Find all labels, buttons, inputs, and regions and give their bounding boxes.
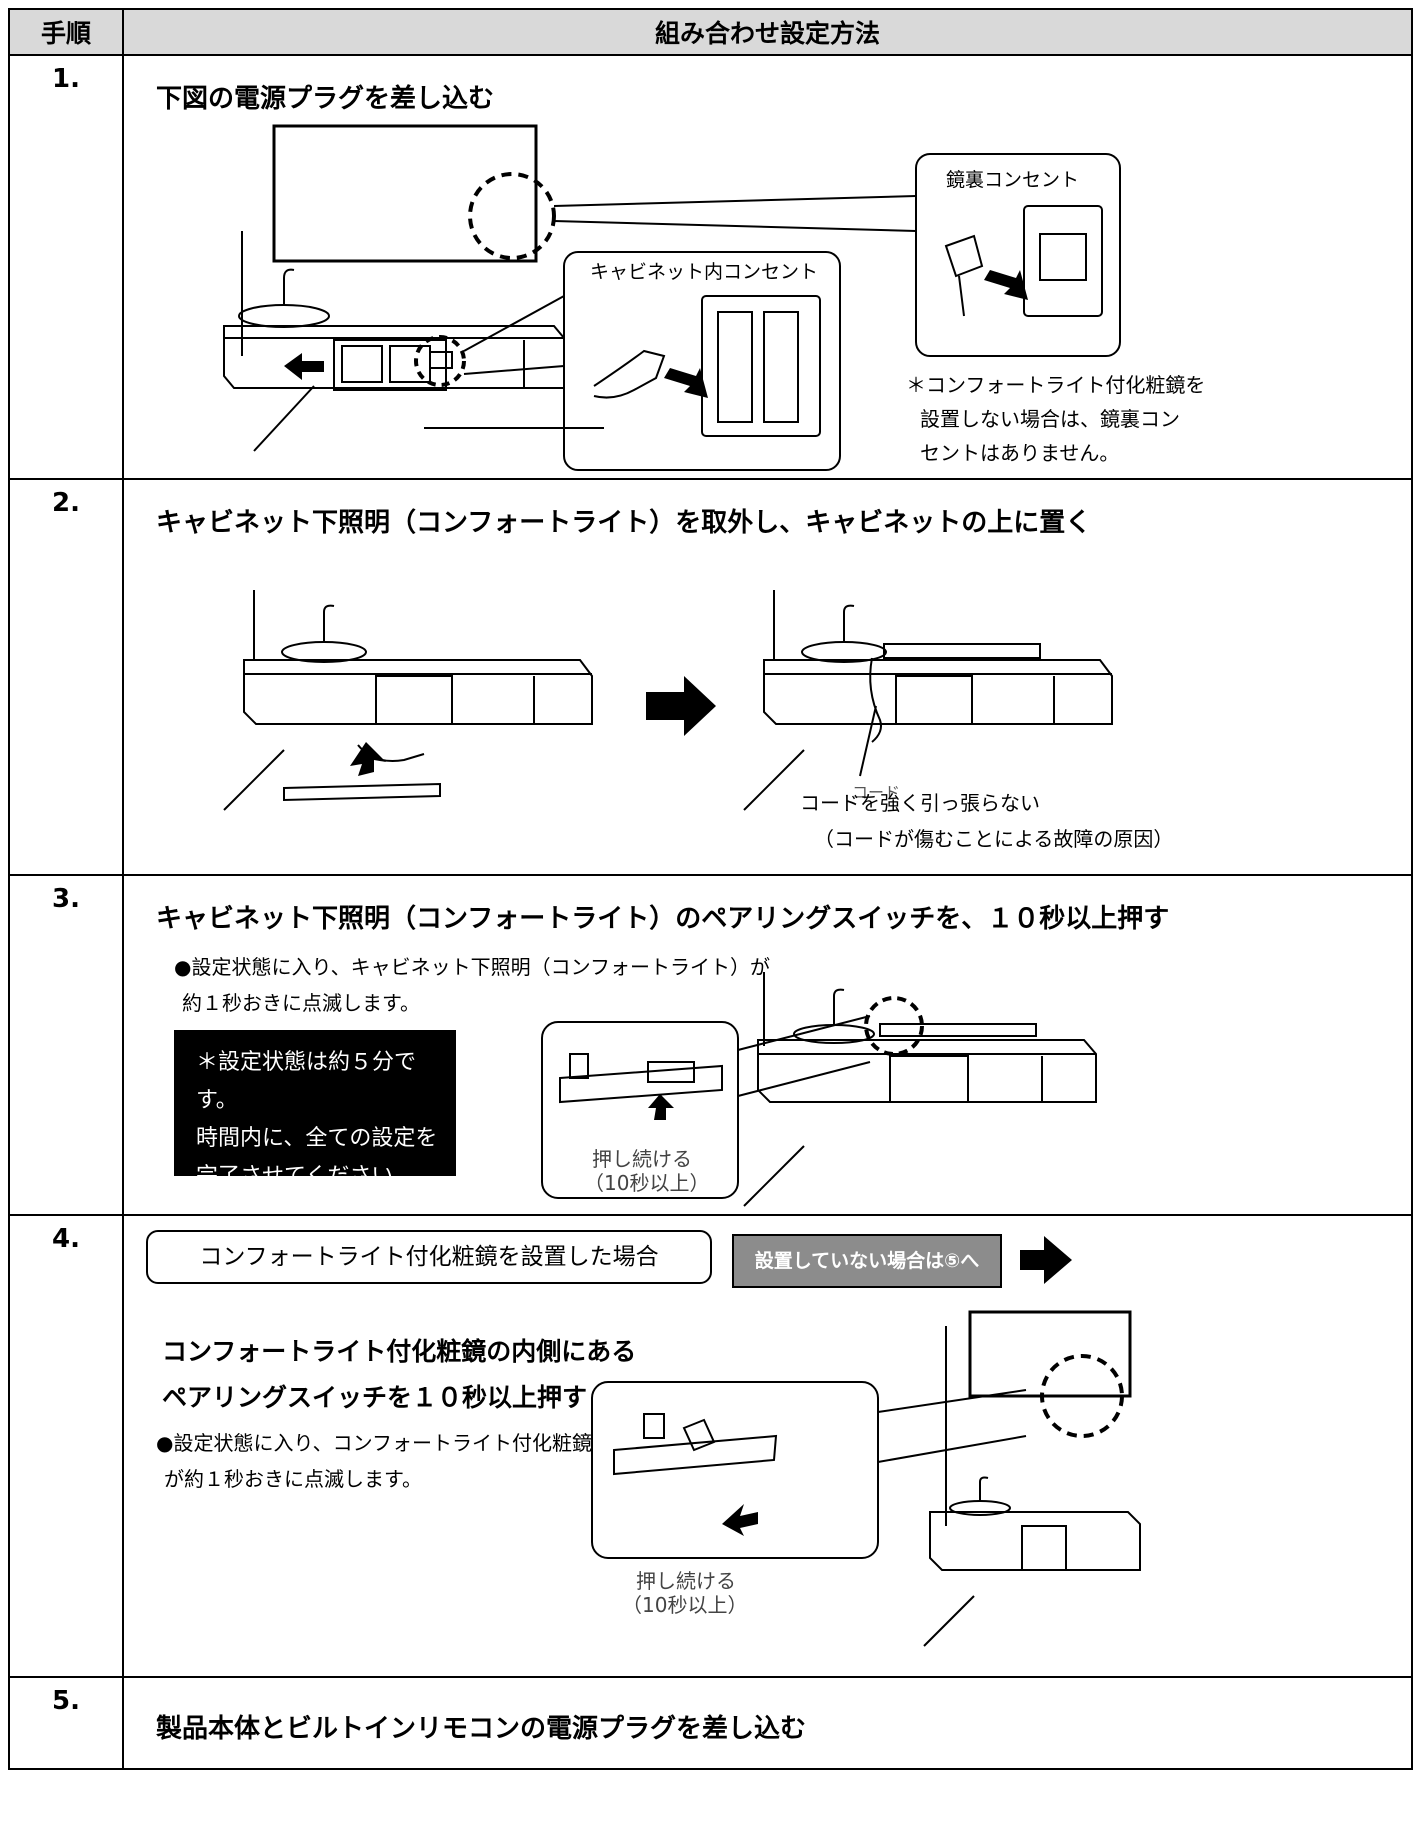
step-3-body-line-1: ●設定状態に入り、キャビネット下照明（コンフォートライト）が	[174, 955, 771, 979]
mirror-press-label-line-1: 押し続ける	[636, 1569, 736, 1593]
step-1-note-line-3: セントはありません。	[920, 441, 1120, 465]
step-1-number: 1.	[8, 54, 124, 480]
step-2-number: 2.	[8, 478, 124, 876]
step-5-content: 製品本体とビルトインリモコンの電源プラグを差し込む	[122, 1676, 1413, 1770]
press-label-line-2: （10秒以上）	[584, 1171, 709, 1195]
step-1-illustration: キャビネット内コンセント 鏡裏コンセント	[223, 124, 1121, 471]
step-1-note-line-1: ＊コンフォートライト付化粧鏡を	[906, 373, 1206, 397]
step-2-row: 2. キャビネット下照明（コンフォートライト）を取外し、キャビネットの上に置く	[8, 478, 1413, 876]
notice-line-3: 完了させてください。	[196, 1164, 416, 1189]
notice-line-2: 時間内に、全ての設定を	[196, 1126, 438, 1151]
mirror-outlet-label: 鏡裏コンセント	[946, 169, 1079, 191]
step-2-note-line-1: コードを強く引っ張らない	[800, 791, 1040, 815]
step-3-body-line-2: 約１秒おきに点滅します。	[182, 991, 420, 1015]
skip-to-step-5-button[interactable]: 設置していない場合は⑤へ	[732, 1234, 1002, 1288]
notice-line-1: ＊設定状態は約５分です。	[196, 1050, 417, 1113]
header-step: 手順	[8, 8, 124, 56]
step-2-note-line-2: （コードが傷むことによる故障の原因）	[814, 827, 1174, 851]
setting-time-notice: ＊設定状態は約５分です。 時間内に、全ての設定を 完了させてください。	[174, 1030, 456, 1189]
step-3-heading: キャビネット下照明（コンフォートライト）のペアリングスイッチを、１０秒以上押す	[156, 904, 1170, 934]
step-5-heading: 製品本体とビルトインリモコンの電源プラグを差し込む	[156, 1714, 807, 1744]
step-2-heading: キャビネット下照明（コンフォートライト）を取外し、キャビネットの上に置く	[156, 508, 1092, 538]
step-1-note-line-2: 設置しない場合は、鏡裏コン	[920, 407, 1180, 431]
header-method: 組み合わせ設定方法	[122, 8, 1413, 56]
table-header-row: 手順 組み合わせ設定方法	[8, 8, 1413, 56]
mirror-press-label-line-2: （10秒以上）	[622, 1593, 747, 1617]
step-1-content: 下図の電源プラグを差し込む	[122, 54, 1413, 480]
setup-steps-table: 手順 組み合わせ設定方法 1. 下図の電源プラグを差し込む	[8, 8, 1413, 1770]
press-label-line-1: 押し続ける	[592, 1147, 692, 1171]
step-2-content: キャビネット下照明（コンフォートライト）を取外し、キャビネットの上に置く	[122, 478, 1413, 876]
step-4-heading-line-1: コンフォートライト付化粧鏡の内側にある	[162, 1337, 637, 1366]
step-1-heading: 下図の電源プラグを差し込む	[156, 84, 495, 114]
step-4-row: 4. コンフォートライト付化粧鏡を設置した場合 設置していない場合は⑤へ	[8, 1214, 1413, 1678]
step-1-row: 1. 下図の電源プラグを差し込む	[8, 54, 1413, 480]
step-2-illustration: コード	[223, 590, 1113, 811]
step-4-body-line-1: ●設定状態に入り、コンフォートライト付化粧鏡	[156, 1431, 593, 1455]
step-5-row: 5. 製品本体とビルトインリモコンの電源プラグを差し込む	[8, 1676, 1413, 1770]
step-4-body-line-2: が約１秒おきに点滅します。	[164, 1467, 422, 1491]
step-3-content: キャビネット下照明（コンフォートライト）のペアリングスイッチを、１０秒以上押す …	[122, 874, 1413, 1216]
step-4-heading-line-2: ペアリングスイッチを１０秒以上押す	[162, 1383, 588, 1412]
step-4-content: コンフォートライト付化粧鏡を設置した場合 設置していない場合は⑤へ	[122, 1214, 1413, 1678]
step-4-number: 4.	[8, 1214, 124, 1678]
step-4-illustration: 押し続ける （10秒以上）	[591, 1236, 1141, 1647]
cord-label: コード	[852, 783, 900, 802]
step-3-illustration: 押し続ける （10秒以上）	[541, 972, 1097, 1207]
cabinet-outlet-label: キャビネット内コンセント	[590, 261, 818, 283]
step-3-number: 3.	[8, 874, 124, 1216]
next-arrow-icon	[1020, 1236, 1072, 1284]
step-5-number: 5.	[8, 1676, 124, 1770]
step-3-row: 3. キャビネット下照明（コンフォートライト）のペアリングスイッチを、１０秒以上…	[8, 874, 1413, 1216]
installed-case-label: コンフォートライト付化粧鏡を設置した場合	[146, 1230, 712, 1284]
